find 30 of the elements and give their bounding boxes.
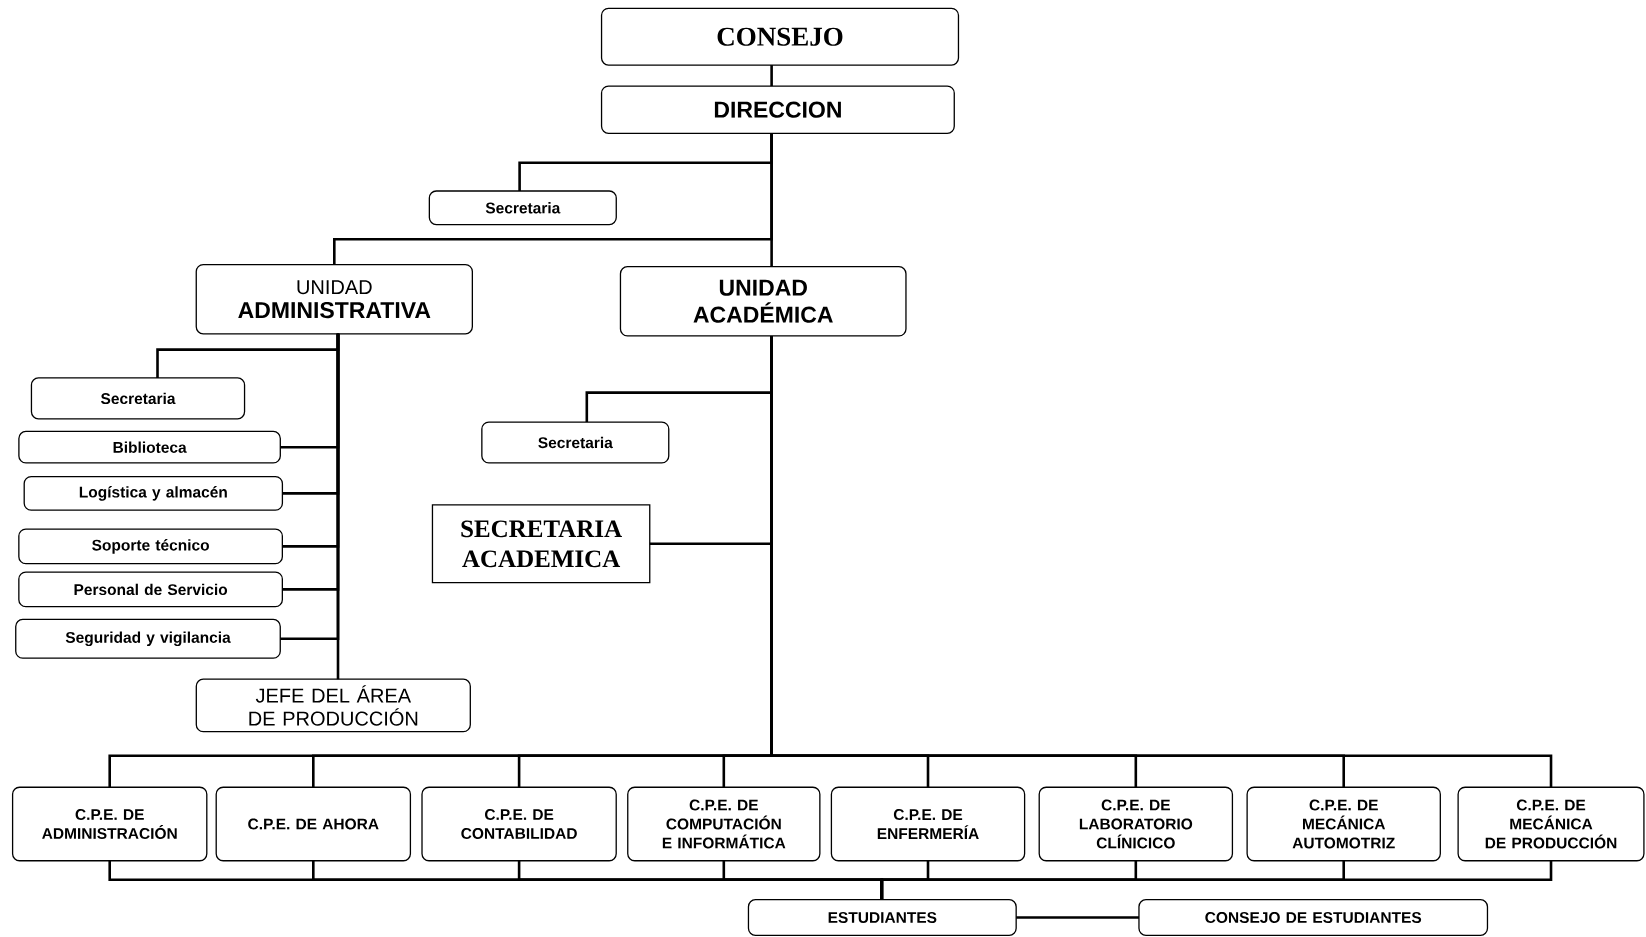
org-box: Logística y almacén (23, 475, 284, 511)
org-box: Personal de Servicio (18, 571, 283, 608)
org-box: UNIDAD ACADÉMICA (619, 266, 907, 337)
org-box: Soporte técnico (18, 528, 283, 565)
org-box: UNIDAD ADMINISTRATIVA (195, 263, 473, 335)
org-box: Secretaria (481, 421, 670, 464)
org-box: CONSEJO DE ESTUDIANTES (1138, 899, 1489, 936)
connector-line (1016, 916, 1139, 919)
org-box: C.P.E. DE AHORA (215, 786, 412, 862)
org-box: Secretaria (428, 190, 617, 226)
org-box: C.P.E. DE COMPUTACIÓN E INFORMÁTICA (627, 786, 821, 862)
connector-line (770, 65, 773, 87)
org-box: DIRECCION (600, 85, 955, 134)
org-box: Seguridad y vigilancia (15, 618, 281, 659)
org-box: C.P.E. DE ENFERMERÍA (830, 786, 1026, 862)
org-box: C.P.E. DE MECÁNICA AUTOMOTRIZ (1246, 786, 1441, 862)
org-box: C.P.E. DE LABORATORIO CLÍNICICO (1038, 786, 1234, 862)
connector-line (770, 335, 1553, 788)
org-box: Biblioteca (18, 430, 281, 464)
org-box: Secretaria (30, 377, 246, 420)
org-box: SECRETARIA ACADEMICA (431, 504, 651, 584)
org-box: ESTUDIANTES (747, 899, 1017, 936)
connector-line (880, 860, 1553, 900)
org-box: JEFE DEL ÁREA DE PRODUCCIÓN (195, 678, 471, 733)
org-box: C.P.E. DE MECÁNICA DE PRODUCCIÓN (1457, 786, 1645, 862)
org-box: CONSEJO (600, 7, 960, 66)
connector-line (336, 333, 340, 680)
org-box: C.P.E. DE ADMINISTRACIÓN (11, 786, 208, 862)
org-box: C.P.E. DE CONTABILIDAD (421, 786, 617, 862)
connector-line (770, 133, 773, 267)
